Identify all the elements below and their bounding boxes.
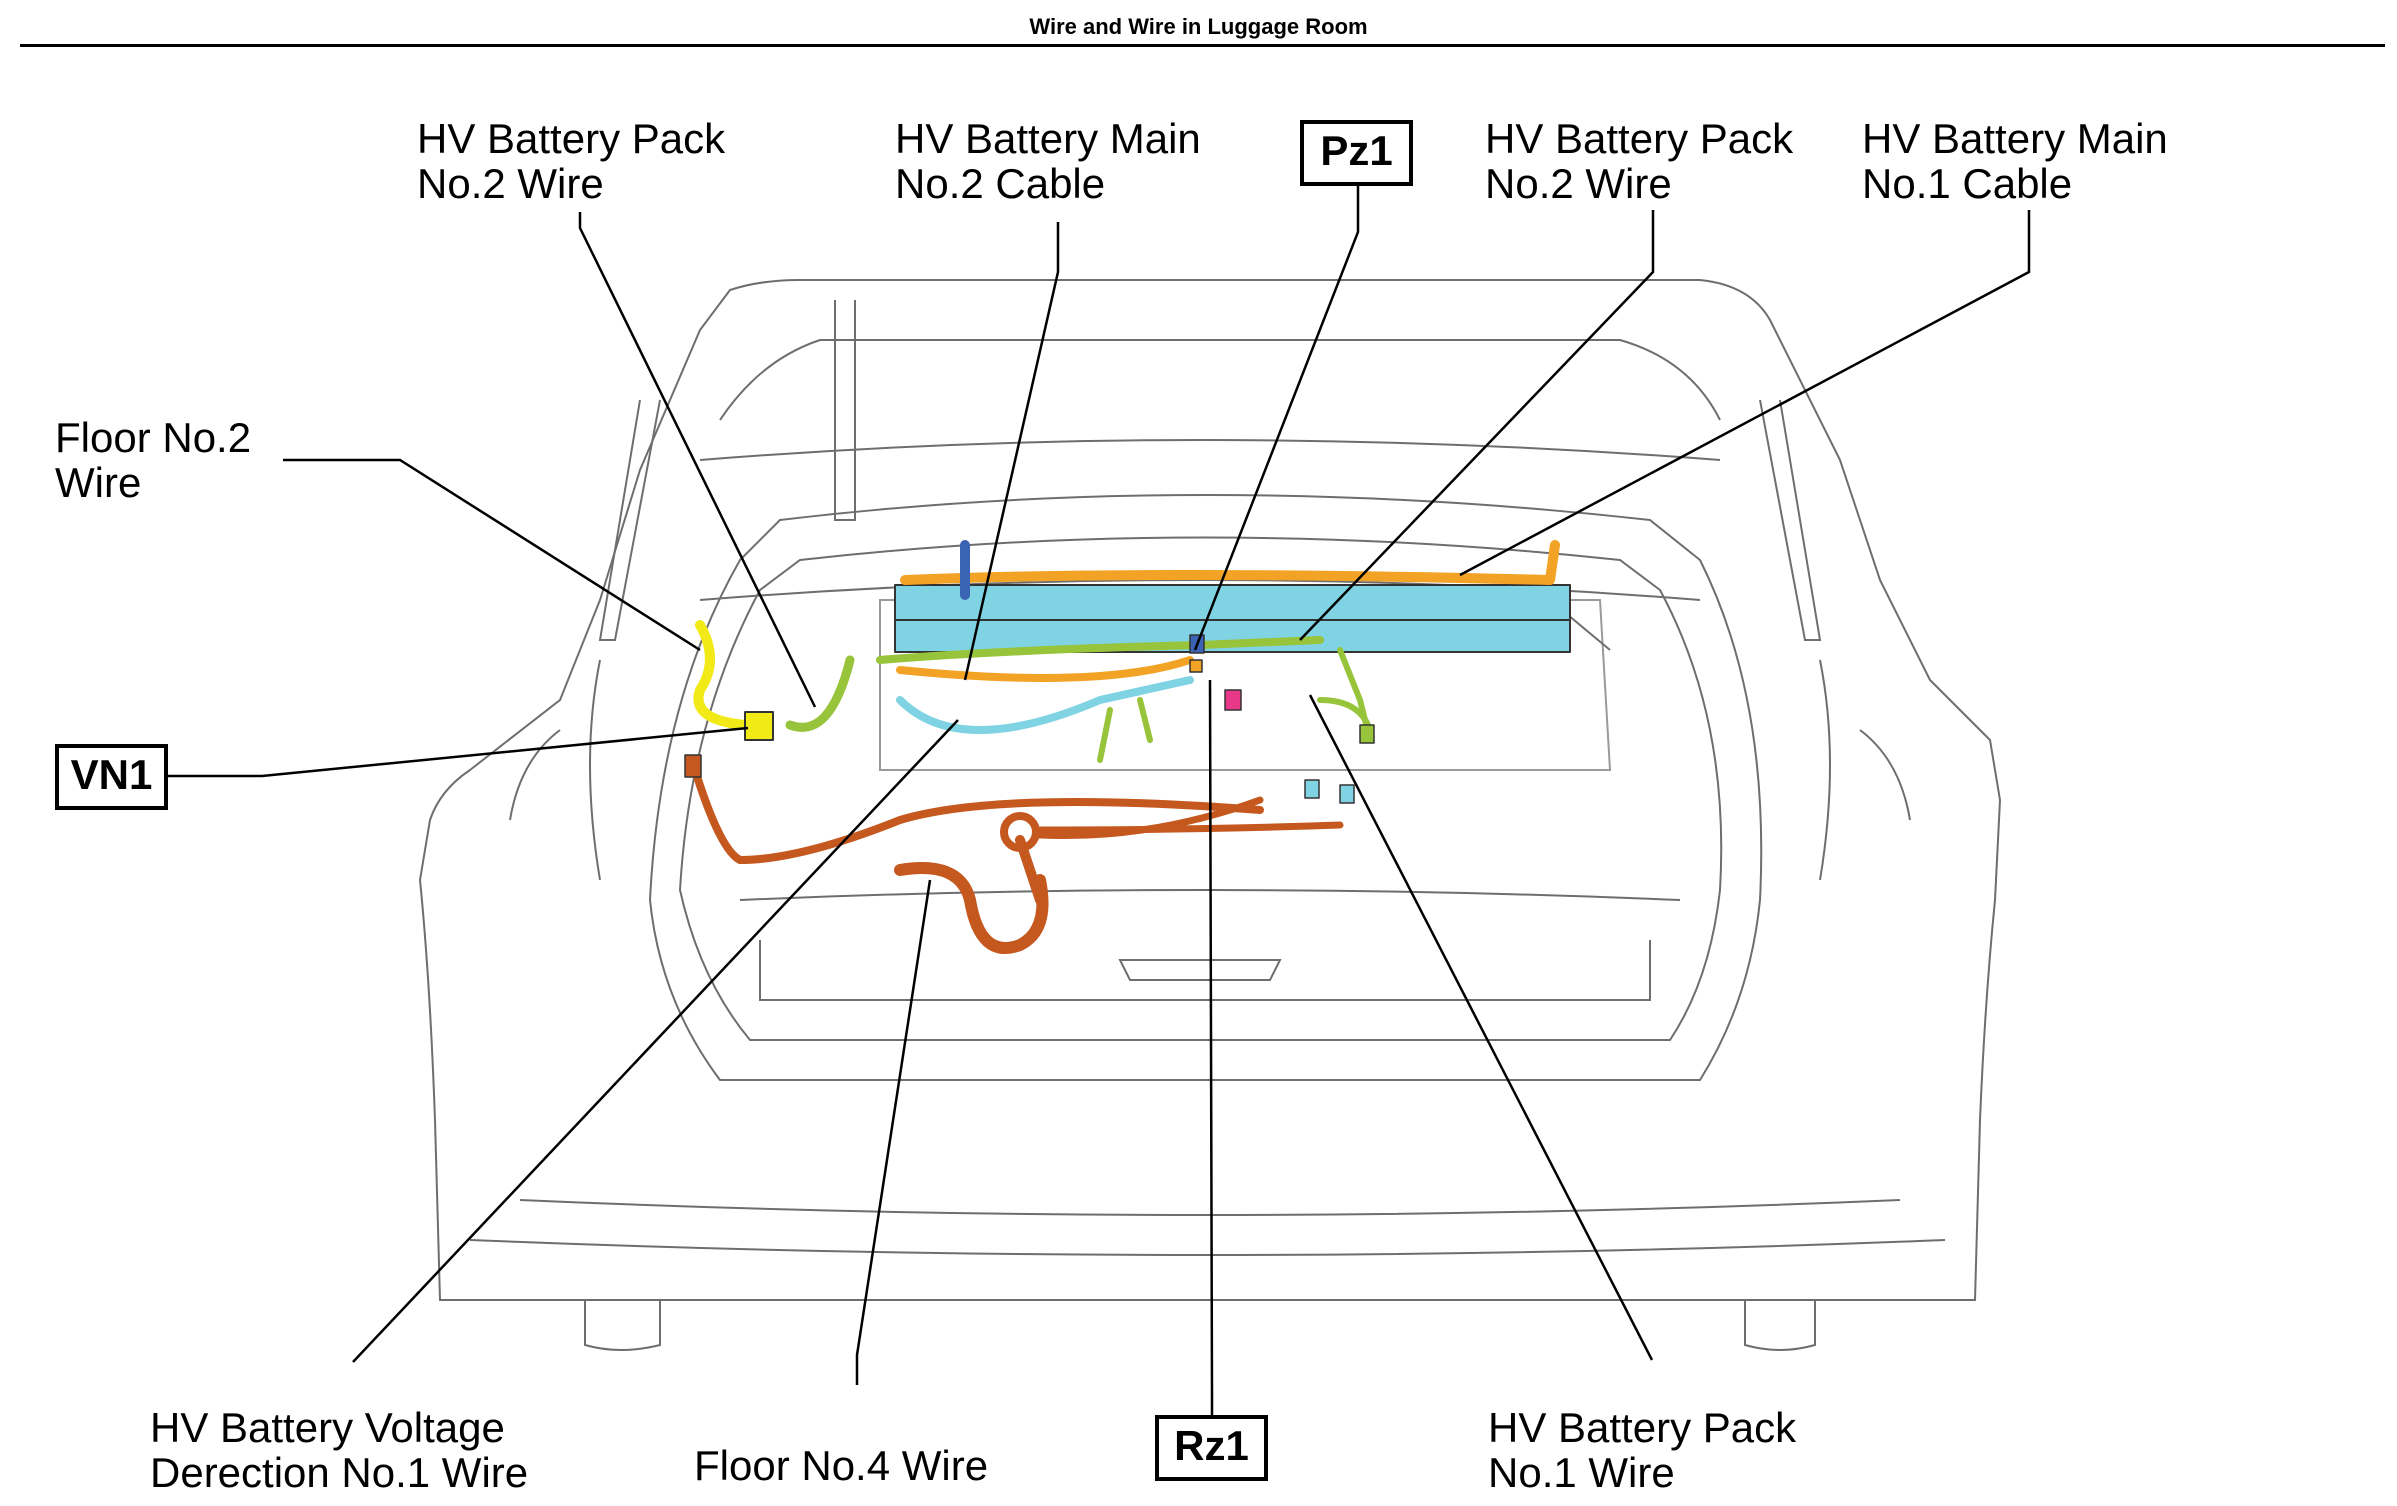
leader-hv-main-no2 xyxy=(963,222,1060,681)
leader-voltage-detection xyxy=(352,719,959,1363)
orange-connector xyxy=(1189,659,1203,673)
leader-hv-pack-no2-left xyxy=(578,212,817,708)
hv-battery-pack-upper xyxy=(894,584,1571,621)
leader-lines xyxy=(167,185,2031,1415)
leader-hv-main-no1 xyxy=(1459,210,2031,577)
leader-vn1 xyxy=(167,726,749,778)
leader-floor-no2 xyxy=(283,458,701,652)
leader-hv-pack-no1 xyxy=(1308,694,1654,1361)
label-hv-voltage-detection-wire: HV Battery Voltage Derection No.1 Wire xyxy=(150,1404,529,1496)
leader-rz1 xyxy=(1208,679,1214,1415)
connector-vn1: VN1 xyxy=(55,744,168,810)
leader-hv-pack-no2-right xyxy=(1299,210,1655,641)
connector-rz1: Rz1 xyxy=(1155,1415,1268,1481)
label-hv-pack-no2-wire-right: HV Battery Pack No.2 Wire xyxy=(1485,115,1794,207)
label-floor-no2-wire: Floor No.2 Wire xyxy=(55,414,252,506)
pink-connector xyxy=(1224,689,1242,711)
leader-pz1 xyxy=(1193,185,1360,651)
vn1-connector-shape xyxy=(744,711,774,741)
label-hv-pack-no1-wire: HV Battery Pack No.1 Wire xyxy=(1488,1404,1797,1496)
label-floor-no4-wire: Floor No.4 Wire xyxy=(694,1442,989,1489)
label-hv-main-no2-cable: HV Battery Main No.2 Cable xyxy=(895,115,1201,207)
title-rule xyxy=(20,44,2385,47)
connector-pz1: Pz1 xyxy=(1300,120,1413,186)
label-hv-main-no1-cable: HV Battery Main No.1 Cable xyxy=(1862,115,2168,207)
label-hv-pack-no2-wire-left: HV Battery Pack No.2 Wire xyxy=(417,115,726,207)
wiring xyxy=(684,540,1571,954)
leader-floor-no4 xyxy=(855,879,932,1385)
diagram-title: Wire and Wire in Luggage Room xyxy=(1029,14,1368,39)
